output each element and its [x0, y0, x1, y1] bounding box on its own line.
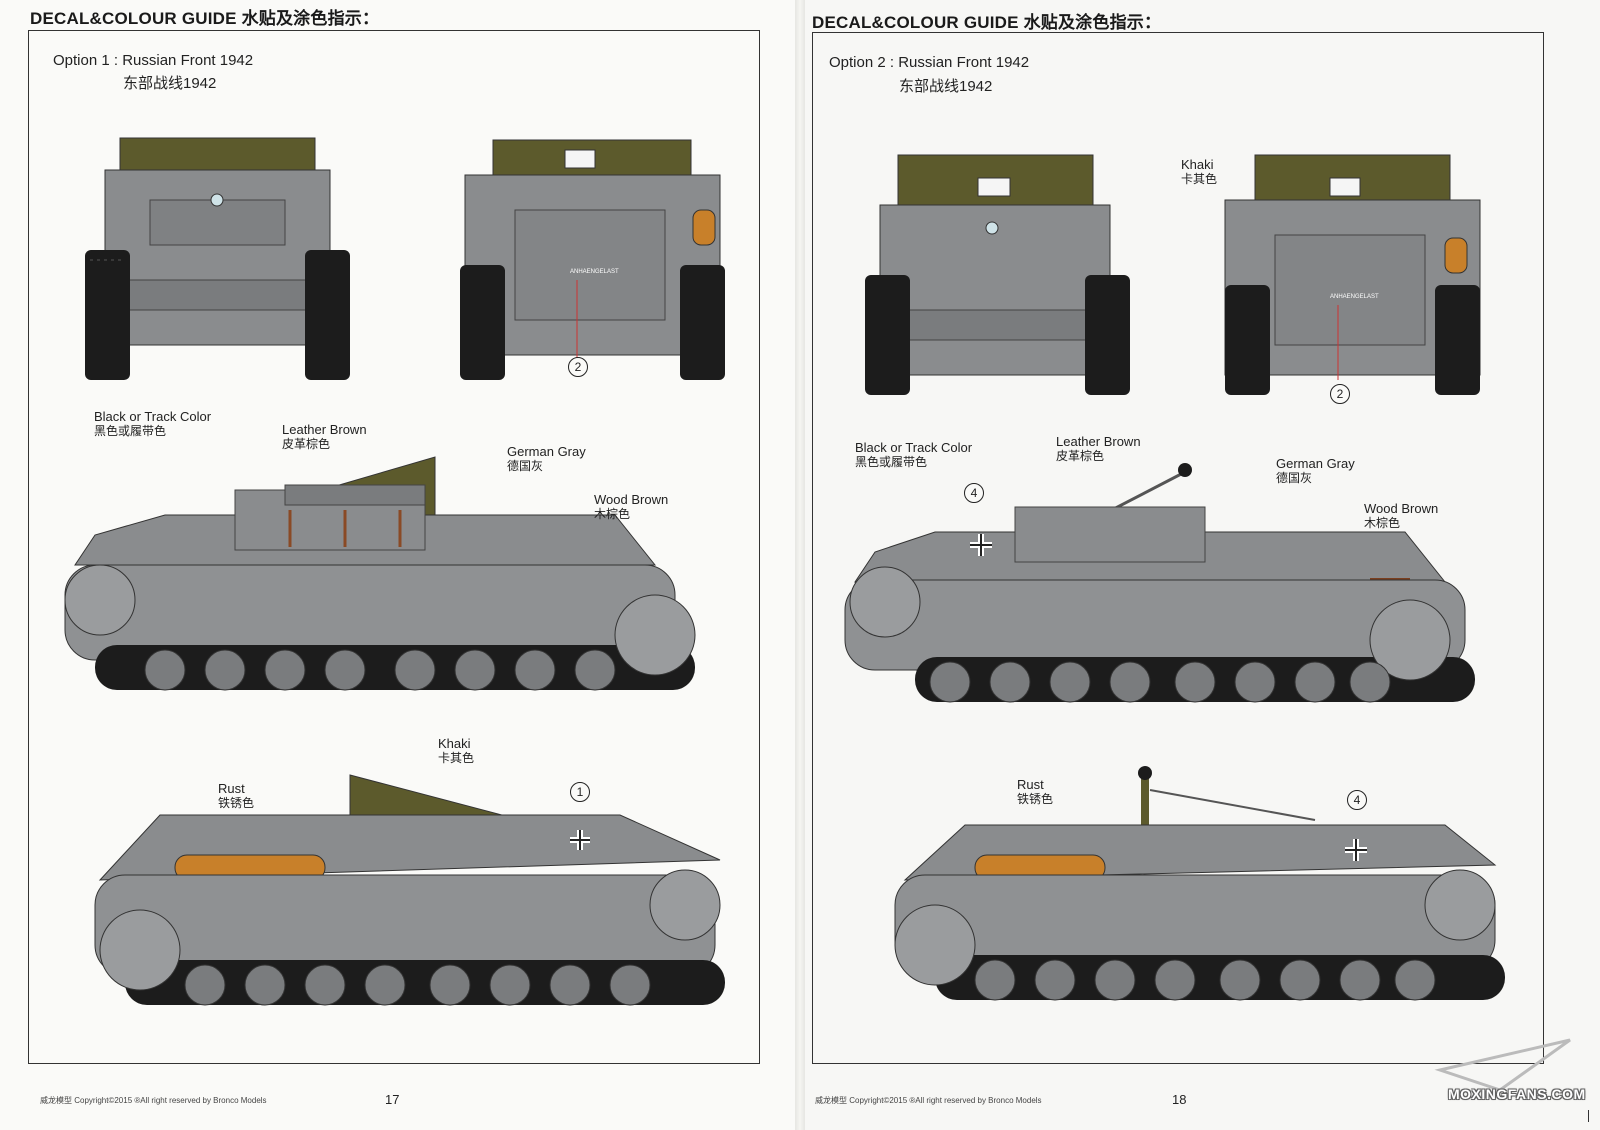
- label-wood-right-cn: 木棕色: [1364, 516, 1401, 530]
- vehicle-side-view-lower-left: [94, 774, 725, 1006]
- label-track-left-en: Black or Track Color: [94, 409, 212, 424]
- callout-2-left: 2: [568, 357, 588, 377]
- edge-mark: [1588, 1110, 1589, 1122]
- label-wood-left: Wood Brown 木棕色: [594, 492, 669, 522]
- vehicle-front-view-right: [865, 154, 1130, 395]
- label-leather-left-en: Leather Brown: [282, 422, 367, 437]
- label-rust-right: Rust 铁锈色: [1017, 777, 1054, 807]
- label-rust-right-cn: 铁锈色: [1017, 792, 1054, 806]
- guide-title-left: DECAL&COLOUR GUIDE 水贴及涂色指示：: [30, 9, 380, 28]
- label-wood-left-en: Wood Brown: [594, 492, 669, 507]
- label-leather-left-cn: 皮革棕色: [282, 437, 331, 451]
- guide-title-right: DECAL&COLOUR GUIDE 水贴及涂色指示：: [812, 13, 1162, 32]
- vehicle-rear-view-left: ANHAENGELAST: [460, 139, 725, 380]
- vehicle-side-view-upper-right: [844, 463, 1475, 703]
- label-leather-left: Leather Brown 皮革棕色: [282, 422, 367, 452]
- watermark-text: MOXINGFANS.COM: [1448, 1086, 1586, 1102]
- label-gray-left-cn: 德国灰: [507, 459, 544, 473]
- paper-plane-icon: [1434, 1038, 1571, 1092]
- label-khaki-left-cn: 卡其色: [438, 751, 475, 765]
- label-leather-right-cn: 皮革棕色: [1056, 449, 1105, 463]
- vehicle-front-view-left: [85, 137, 350, 380]
- frame-right: [812, 32, 1544, 1064]
- label-gray-right-en: German Gray: [1276, 456, 1355, 471]
- label-track-right: Black or Track Color 黑色或履带色: [855, 440, 973, 470]
- label-khaki-right: Khaki 卡其色: [1181, 157, 1218, 187]
- vehicle-side-view-upper-left: [64, 456, 696, 691]
- rear-stencil-right: ANHAENGELAST: [1330, 294, 1379, 300]
- vehicle-side-view-lower-right: [894, 766, 1505, 1001]
- label-gray-right-cn: 德国灰: [1276, 471, 1313, 485]
- label-leather-right: Leather Brown 皮革棕色: [1056, 434, 1141, 464]
- frame-left: [28, 30, 760, 1064]
- label-track-left: Black or Track Color 黑色或履带色: [94, 409, 212, 439]
- option-title-left: Option 1 : Russian Front 1942: [53, 52, 254, 69]
- label-track-right-cn: 黑色或履带色: [855, 455, 928, 469]
- option-title-right: Option 2 : Russian Front 1942: [829, 54, 1030, 71]
- label-rust-left-cn: 铁锈色: [218, 796, 255, 810]
- label-track-right-en: Black or Track Color: [855, 440, 973, 455]
- page-gutter: [795, 0, 805, 1130]
- label-khaki-right-en: Khaki: [1181, 157, 1214, 172]
- label-khaki-left-en: Khaki: [438, 736, 471, 751]
- rear-stencil-left: ANHAENGELAST: [570, 269, 619, 275]
- callout-4-lower-right: 4: [1347, 790, 1367, 810]
- label-rust-left: Rust 铁锈色: [218, 781, 255, 811]
- label-khaki-right-cn: 卡其色: [1181, 172, 1218, 186]
- label-track-left-cn: 黑色或履带色: [94, 424, 167, 438]
- label-gray-left: German Gray 德国灰: [507, 444, 586, 474]
- vehicle-rear-view-right: ANHAENGELAST: [1224, 154, 1481, 395]
- label-wood-left-cn: 木棕色: [594, 507, 631, 521]
- callout-1-left: 1: [570, 782, 590, 802]
- callout-4-upper-right: 4: [964, 483, 984, 503]
- label-rust-right-en: Rust: [1017, 777, 1044, 792]
- label-rust-left-en: Rust: [218, 781, 245, 796]
- label-wood-right-en: Wood Brown: [1364, 501, 1439, 516]
- label-leather-right-en: Leather Brown: [1056, 434, 1141, 449]
- label-gray-left-en: German Gray: [507, 444, 586, 459]
- footer-right: 威龙模型 Copyright©2015 ®All right reserved …: [815, 1096, 1042, 1105]
- label-wood-right: Wood Brown 木棕色: [1364, 501, 1439, 531]
- page-number-left: 17: [385, 1092, 400, 1107]
- footer-left: 威龙模型 Copyright©2015 ®All right reserved …: [40, 1096, 267, 1105]
- option-subtitle-left: 东部战线1942: [123, 75, 217, 92]
- option-subtitle-right: 东部战线1942: [899, 78, 993, 95]
- callout-2-right: 2: [1330, 384, 1350, 404]
- label-gray-right: German Gray 德国灰: [1276, 456, 1355, 486]
- label-khaki-left: Khaki 卡其色: [438, 736, 475, 766]
- page-number-right: 18: [1172, 1092, 1187, 1107]
